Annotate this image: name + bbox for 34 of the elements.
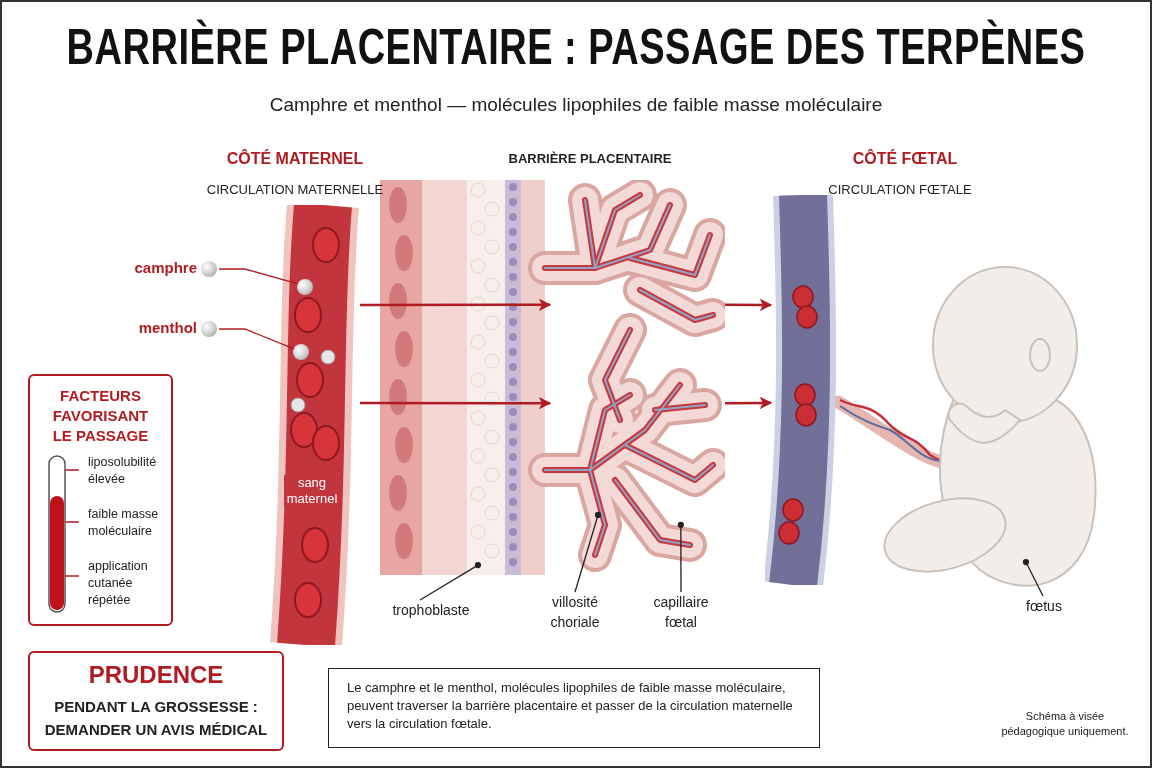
- factor-label: liposolubilité élevée: [88, 454, 158, 488]
- disclaimer-note: Schéma à visée pédagogique uniquement.: [1000, 709, 1130, 739]
- section-subheading: CIRCULATION MATERNELLE: [205, 182, 385, 197]
- part-label: capillaire fœtal: [648, 592, 714, 636]
- part-label: trophoblaste: [386, 600, 476, 622]
- leader-line: [677, 521, 684, 593]
- arrow: [360, 396, 552, 410]
- section-heading: CÔTÉ MATERNEL: [225, 150, 365, 168]
- note-box: Le camphre et le menthol, molécules lipophiles de faible masse moléculaire, peuvent traverser la barrière placentaire et passer de la circulation maternelle vers la circulation fœtale.: [328, 668, 820, 748]
- panel-heading: FACTEURS FAVORISANT LE PASSAGE: [51, 386, 150, 446]
- warning-text: PENDANT LA GROSSESSE : DEMANDER UN AVIS MÉDICAL: [43, 697, 269, 740]
- subtitle: Camphre et menthol — molécules lipophiles de faible masse moléculaire: [268, 94, 884, 116]
- warning-panel: [28, 651, 284, 751]
- factor-label: faible masse moléculaire: [88, 506, 160, 540]
- factor-label: application cutanée répétée: [88, 558, 149, 609]
- title: BARRIÈRE PLACENTAIRE : PASSAGE DES TERPÈNES: [65, 19, 1087, 76]
- leader-line: [1022, 558, 1044, 597]
- arrow: [360, 298, 552, 312]
- arrow: [725, 298, 773, 312]
- info-panel: [28, 374, 173, 626]
- arrow: [725, 396, 773, 410]
- section-heading: CÔTÉ FŒTAL: [851, 150, 959, 168]
- molecule-label: menthol: [137, 319, 197, 336]
- section-heading: BARRIÈRE PLACENTAIRE: [507, 151, 673, 166]
- molecule-label: camphre: [133, 259, 197, 276]
- leader-line: [419, 562, 482, 601]
- leader-line: [218, 268, 299, 285]
- leader-line: [574, 511, 602, 593]
- section-subheading: CIRCULATION FŒTALE: [827, 182, 973, 197]
- warning-heading: PRUDENCE: [87, 661, 225, 689]
- vessel-label: sang maternel: [284, 475, 340, 507]
- part-label: fœtus: [1018, 596, 1070, 618]
- leader-line: [218, 328, 295, 350]
- part-label: villosité choriale: [543, 592, 607, 636]
